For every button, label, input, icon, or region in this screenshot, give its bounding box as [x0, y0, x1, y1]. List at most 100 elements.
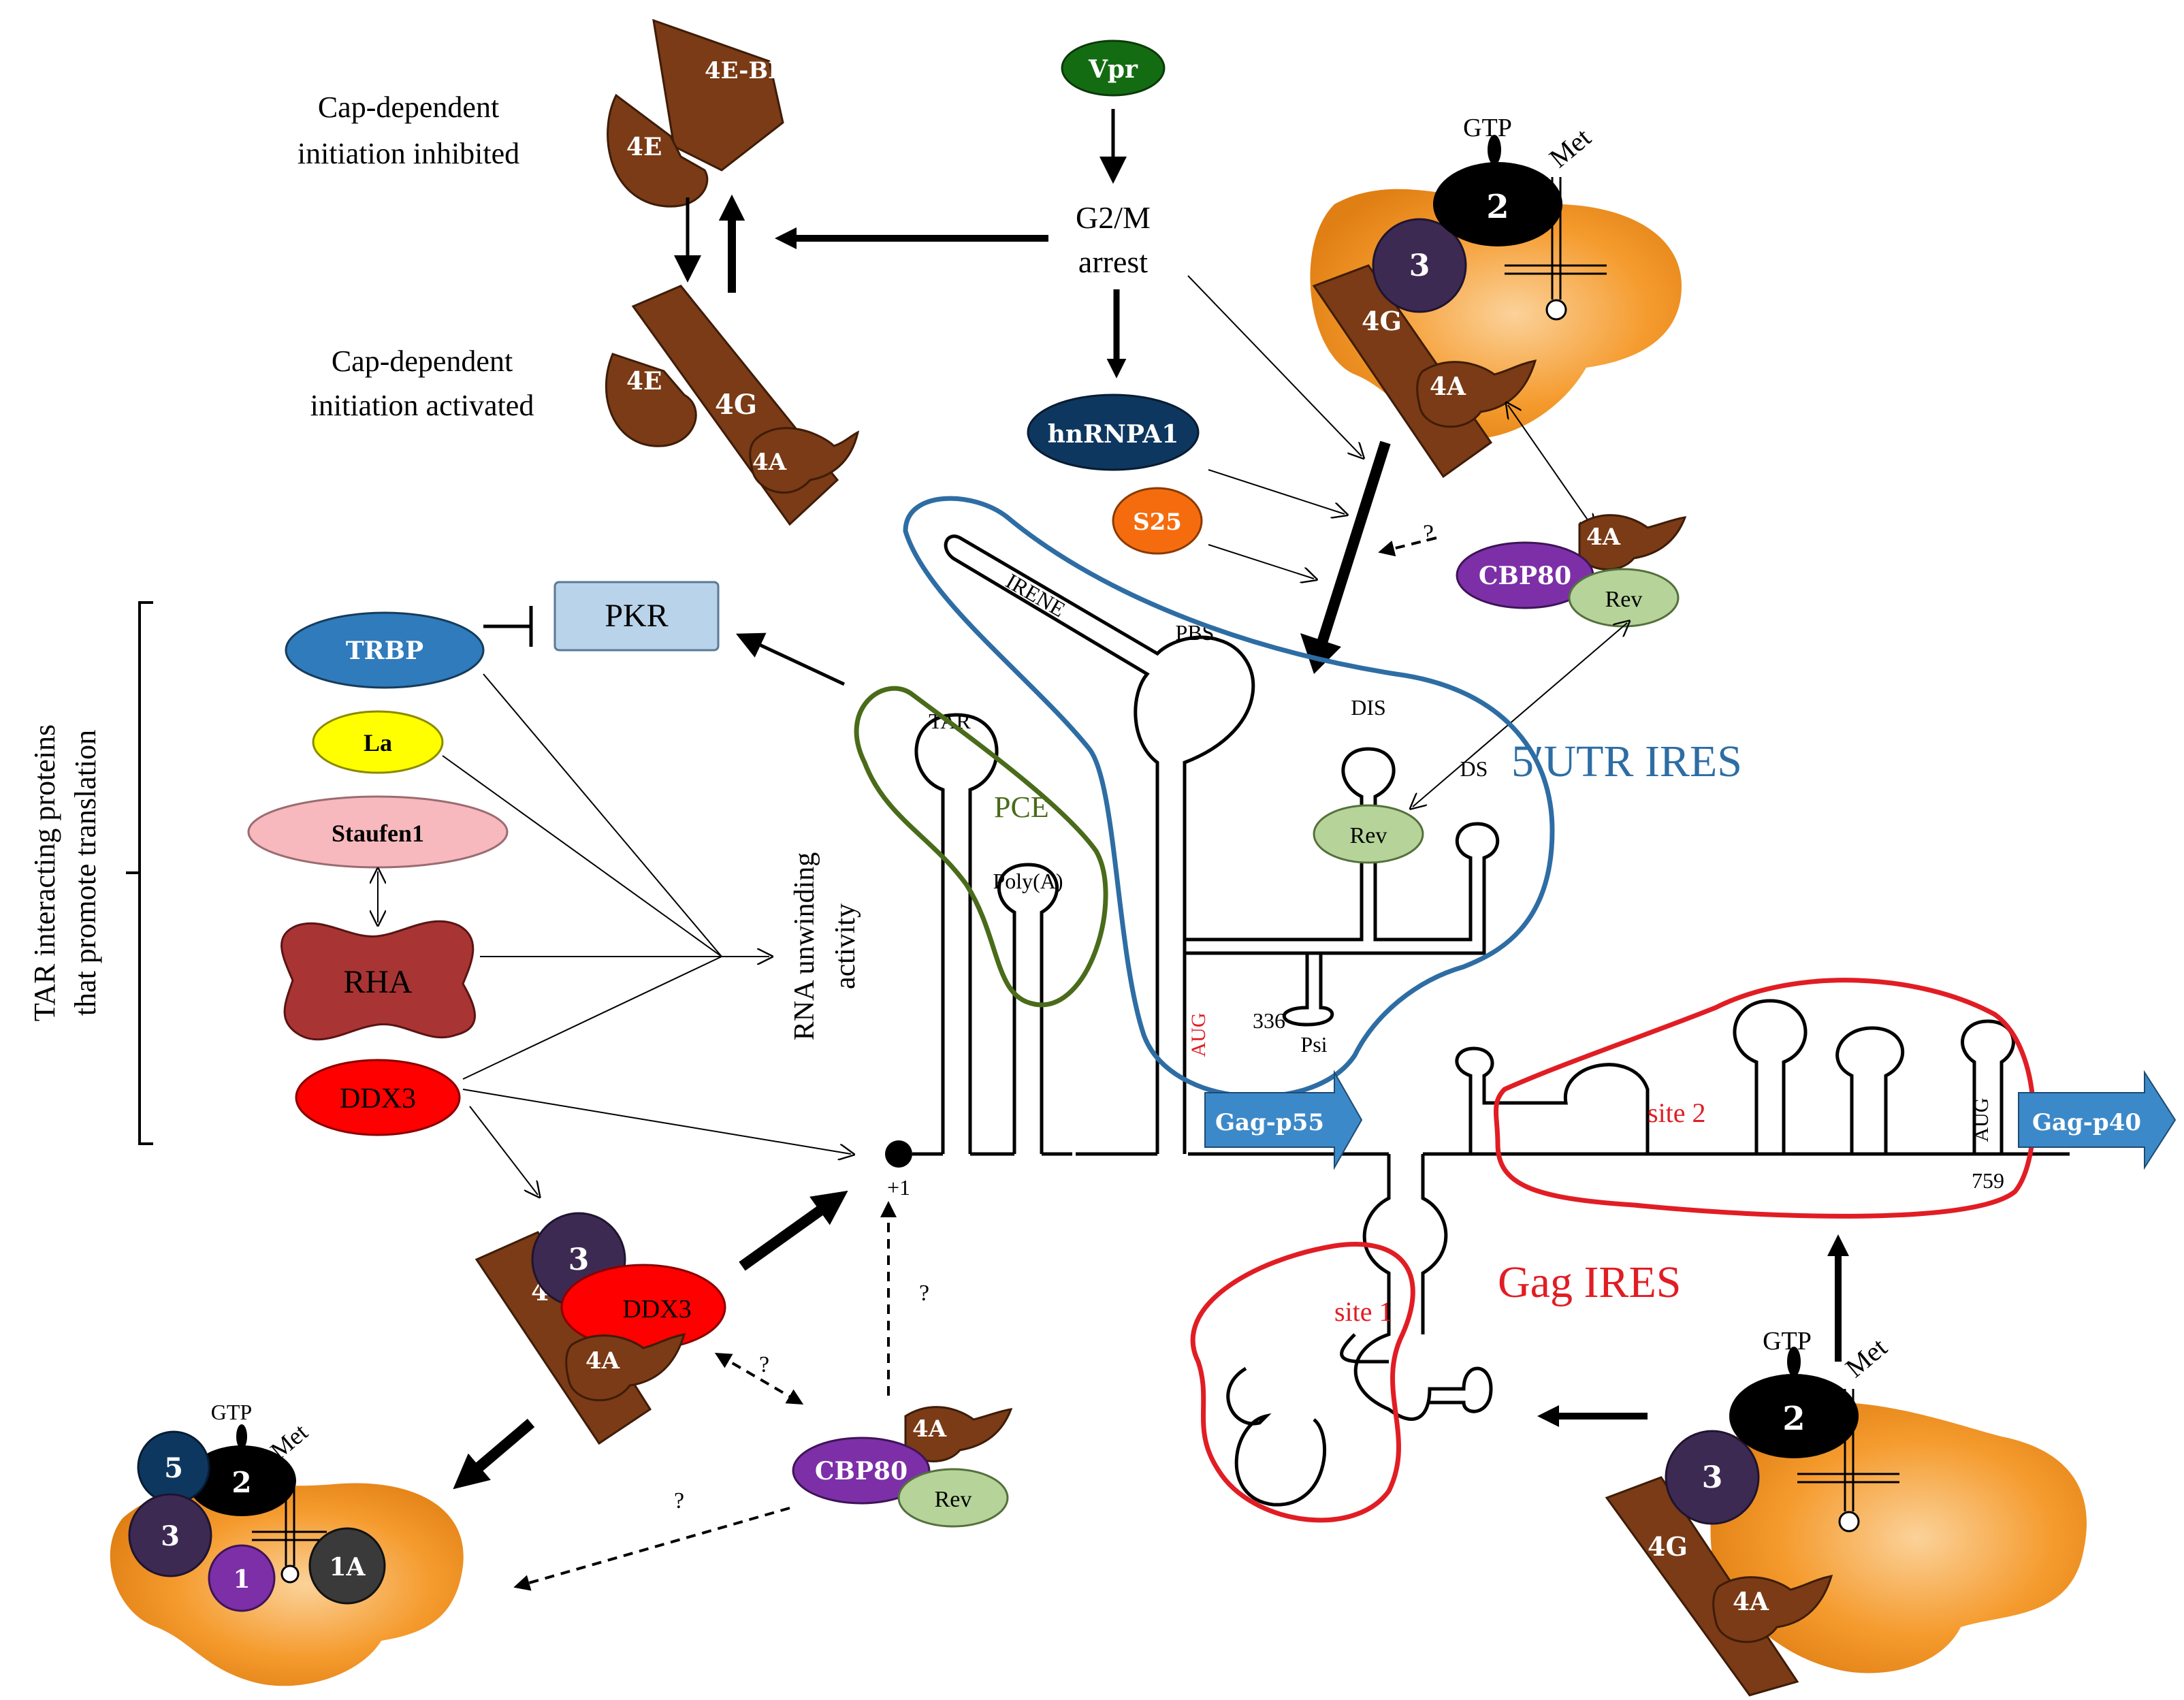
eif3-label-tr: 3 [1409, 248, 1430, 283]
la-label: La [364, 729, 392, 756]
thick-arrow-to-ribosome [453, 1418, 535, 1490]
trbp-label: TRBP [346, 637, 423, 665]
4a-label-cbp-b: 4A [912, 1415, 947, 1443]
cap-activated-line2: initiation activated [310, 389, 534, 422]
cap-inhibited-line2: initiation inhibited [298, 137, 519, 170]
rna-unwinding-line1: RNA unwinding [789, 852, 820, 1041]
gag-p40-arrow [2018, 1070, 2177, 1170]
rha-shape [280, 920, 476, 1041]
4ebp-label: 4E-BP [705, 57, 786, 84]
arrow-g2m-ires [1187, 275, 1362, 456]
converging-lines [442, 673, 851, 1195]
psi-label: Psi [1300, 1032, 1327, 1057]
hnrnpa1-label: hnRNPA1 [1048, 420, 1179, 449]
g2m-line1: G2/M [1076, 200, 1151, 235]
eif2-label-bl: 2 [231, 1466, 251, 1499]
dis-label: DIS [1351, 695, 1386, 720]
ribosome-bottom-right: 4G 3 2 GTP Met 4A [1605, 1327, 2087, 1697]
eif3-label-br: 3 [1702, 1460, 1723, 1495]
rna-structure: +1 [885, 534, 2070, 1507]
cap-inhibited-line1: Cap-dependent [318, 91, 499, 124]
4a-label-br: 4A [1733, 1588, 1769, 1616]
ddx3-label-mid: DDX3 [622, 1295, 691, 1324]
q-bottom: ? [674, 1488, 684, 1513]
site2-outline [1494, 978, 2036, 1219]
utr-ires-outline [903, 496, 1555, 1100]
rna-unwinding-line2: activity [830, 903, 861, 989]
rev-label-r: Rev [1605, 587, 1643, 612]
met-label-tr: Met [1543, 122, 1596, 174]
gag-p55-arrow [1204, 1070, 1363, 1170]
pce-outline [854, 686, 1108, 1008]
q-cap: ? [919, 1281, 929, 1306]
cbp80-label-b: CBP80 [815, 1457, 908, 1486]
s25-oval [1112, 487, 1203, 555]
thick-arrow-head [1300, 633, 1341, 674]
eif3-label-mid: 3 [568, 1242, 590, 1277]
plus1-label: +1 [887, 1175, 910, 1200]
staufen1-label: Staufen1 [332, 820, 424, 847]
cap-dot [885, 1140, 912, 1168]
cbp80-label-r: CBP80 [1479, 562, 1571, 590]
rev-oval-dis [1313, 804, 1424, 864]
eif5-label: 5 [164, 1452, 183, 1484]
met-label-br: Met [1840, 1332, 1893, 1383]
pkr-box [553, 581, 720, 652]
double-arrow-4a [1508, 405, 1593, 528]
4g-label-br: 4G [1648, 1531, 1688, 1562]
vpr-oval [1061, 39, 1166, 97]
eif2-label-br: 2 [1782, 1400, 1805, 1438]
eif1a-label: 1A [330, 1553, 366, 1582]
ds-label: DS [1460, 756, 1488, 781]
trbp-oval [285, 611, 485, 689]
site1-outline [1190, 1242, 1415, 1523]
polya-label: Poly(A) [993, 869, 1063, 893]
thick-arrow-ires-shaft [1315, 440, 1391, 649]
ribosome-top-right: 4G 3 2 GTP Met 4A [1310, 114, 1682, 479]
eif2-label-tr: 2 [1486, 188, 1509, 226]
utr-ires-label: 5′UTR IRES [1511, 737, 1742, 786]
hnrnpa1-oval [1027, 394, 1200, 471]
vpr-label: Vpr [1088, 55, 1138, 84]
thick-arrow-to-cap [739, 1190, 848, 1271]
s25-label: S25 [1133, 509, 1182, 536]
eif1-label: 1 [233, 1565, 250, 1594]
cbp80-complex-right: 4A CBP80 Rev [1456, 514, 1687, 628]
ddx3-oval [295, 1059, 461, 1136]
bracket [138, 601, 153, 1145]
eif4e-4g-4a-complex: 4E 4G 4A [605, 285, 860, 526]
4a-label-mid: 4A [585, 1347, 620, 1375]
4a-label-tr: 4A [1430, 372, 1466, 401]
q-top: ? [1423, 519, 1434, 547]
la-oval [312, 710, 444, 774]
site2-label: site 2 [1648, 1097, 1706, 1128]
ribosome-bottom-left: 2 GTP Met 5 3 1 1A [110, 1400, 464, 1686]
site1-label: site 1 [1334, 1296, 1393, 1327]
eif3-label-bl: 3 [161, 1520, 180, 1552]
eif4e-4ebp-complex: 4E-BP 4E [607, 18, 786, 208]
4e-label: 4E [626, 133, 662, 161]
rev-label-b: Rev [935, 1487, 972, 1512]
ddx3-label: DDX3 [340, 1083, 416, 1114]
4a-label-cbp-r: 4A [1586, 524, 1621, 551]
rha-label: RHA [343, 964, 413, 1000]
dashed-arrow-to-ribosome [513, 1507, 790, 1591]
tar-proteins-line2: that promote translation [69, 730, 102, 1016]
n759-label: 759 [1972, 1168, 2004, 1193]
arrow-hnrnpa1-ires [1208, 469, 1345, 514]
4e-label-2: 4E [626, 367, 662, 396]
aug2-label: AUG [1970, 1098, 1993, 1142]
4a-label: 4A [752, 449, 787, 476]
gtp-label-bl: GTP [211, 1400, 252, 1424]
gag-p40-label: Gag-p40 [2032, 1109, 2141, 1136]
q-mid: ? [759, 1352, 769, 1377]
cbp80-complex-bottom: 4A CBP80 Rev [792, 1406, 1013, 1528]
gag-ires-label: Gag IRES [1498, 1257, 1681, 1307]
4g-label-tr: 4G [1362, 306, 1402, 336]
eif4g-ddx3-complex: 4G 3 DDX3 4A [475, 1212, 726, 1445]
cap-activated-line1: Cap-dependent [332, 344, 513, 378]
aug1-label: AUG [1187, 1013, 1210, 1057]
n336-label: 336 [1253, 1008, 1285, 1033]
dashed-arrow-cbp-right [1378, 536, 1437, 557]
